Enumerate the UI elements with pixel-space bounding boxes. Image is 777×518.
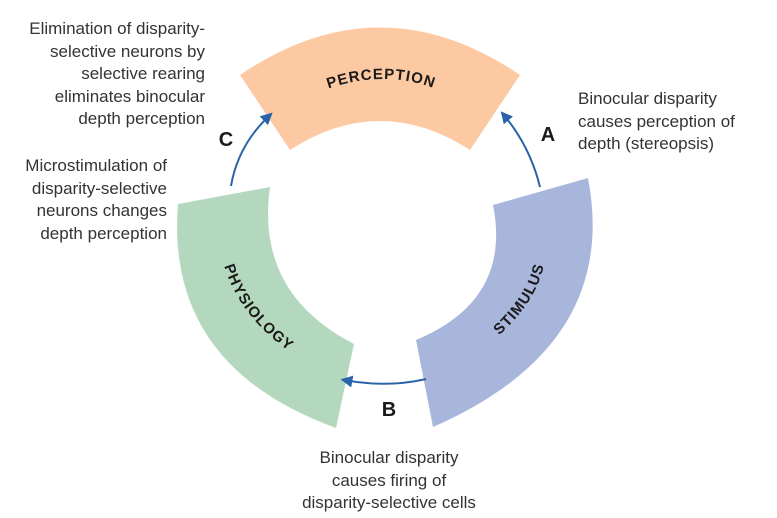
description-line: eliminates binocular [54, 86, 205, 106]
description-line: causes perception of [578, 111, 735, 131]
description-line: neurons changes [36, 201, 167, 220]
arrow-a [500, 111, 541, 188]
letter-b: B [382, 399, 396, 421]
stimulus-segment [416, 178, 593, 427]
description-line: selective rearing [81, 64, 205, 83]
description-line: disparity-selective [31, 178, 167, 198]
description-line: depth perception [40, 223, 167, 243]
description-c-bottom: Microstimulation of disparity-selective … [25, 155, 167, 245]
description-b: Binocular disparity causes firing of dis… [284, 447, 494, 515]
description-line: depth (stereopsis) [578, 134, 715, 153]
description-line: disparity-selective cells [302, 493, 476, 512]
description-line: Elimination of disparity- [29, 19, 205, 38]
physiology-segment [177, 187, 354, 428]
arrow-b [340, 375, 427, 388]
letter-c: C [219, 129, 233, 151]
description-c-top: Elimination of disparity- selective neur… [29, 18, 205, 131]
description-line: causes firing of [331, 470, 447, 490]
description-line: depth perception [78, 109, 205, 128]
letter-a: A [541, 124, 555, 146]
description-line: selective neurons by [50, 41, 205, 61]
arrow-c [230, 112, 273, 187]
description-a: Binocular disparity causes perception of… [578, 88, 735, 156]
perception-segment [240, 27, 520, 150]
description-line: Microstimulation of [25, 156, 167, 175]
description-line: Binocular disparity [578, 89, 717, 108]
description-line: Binocular disparity [319, 448, 459, 467]
